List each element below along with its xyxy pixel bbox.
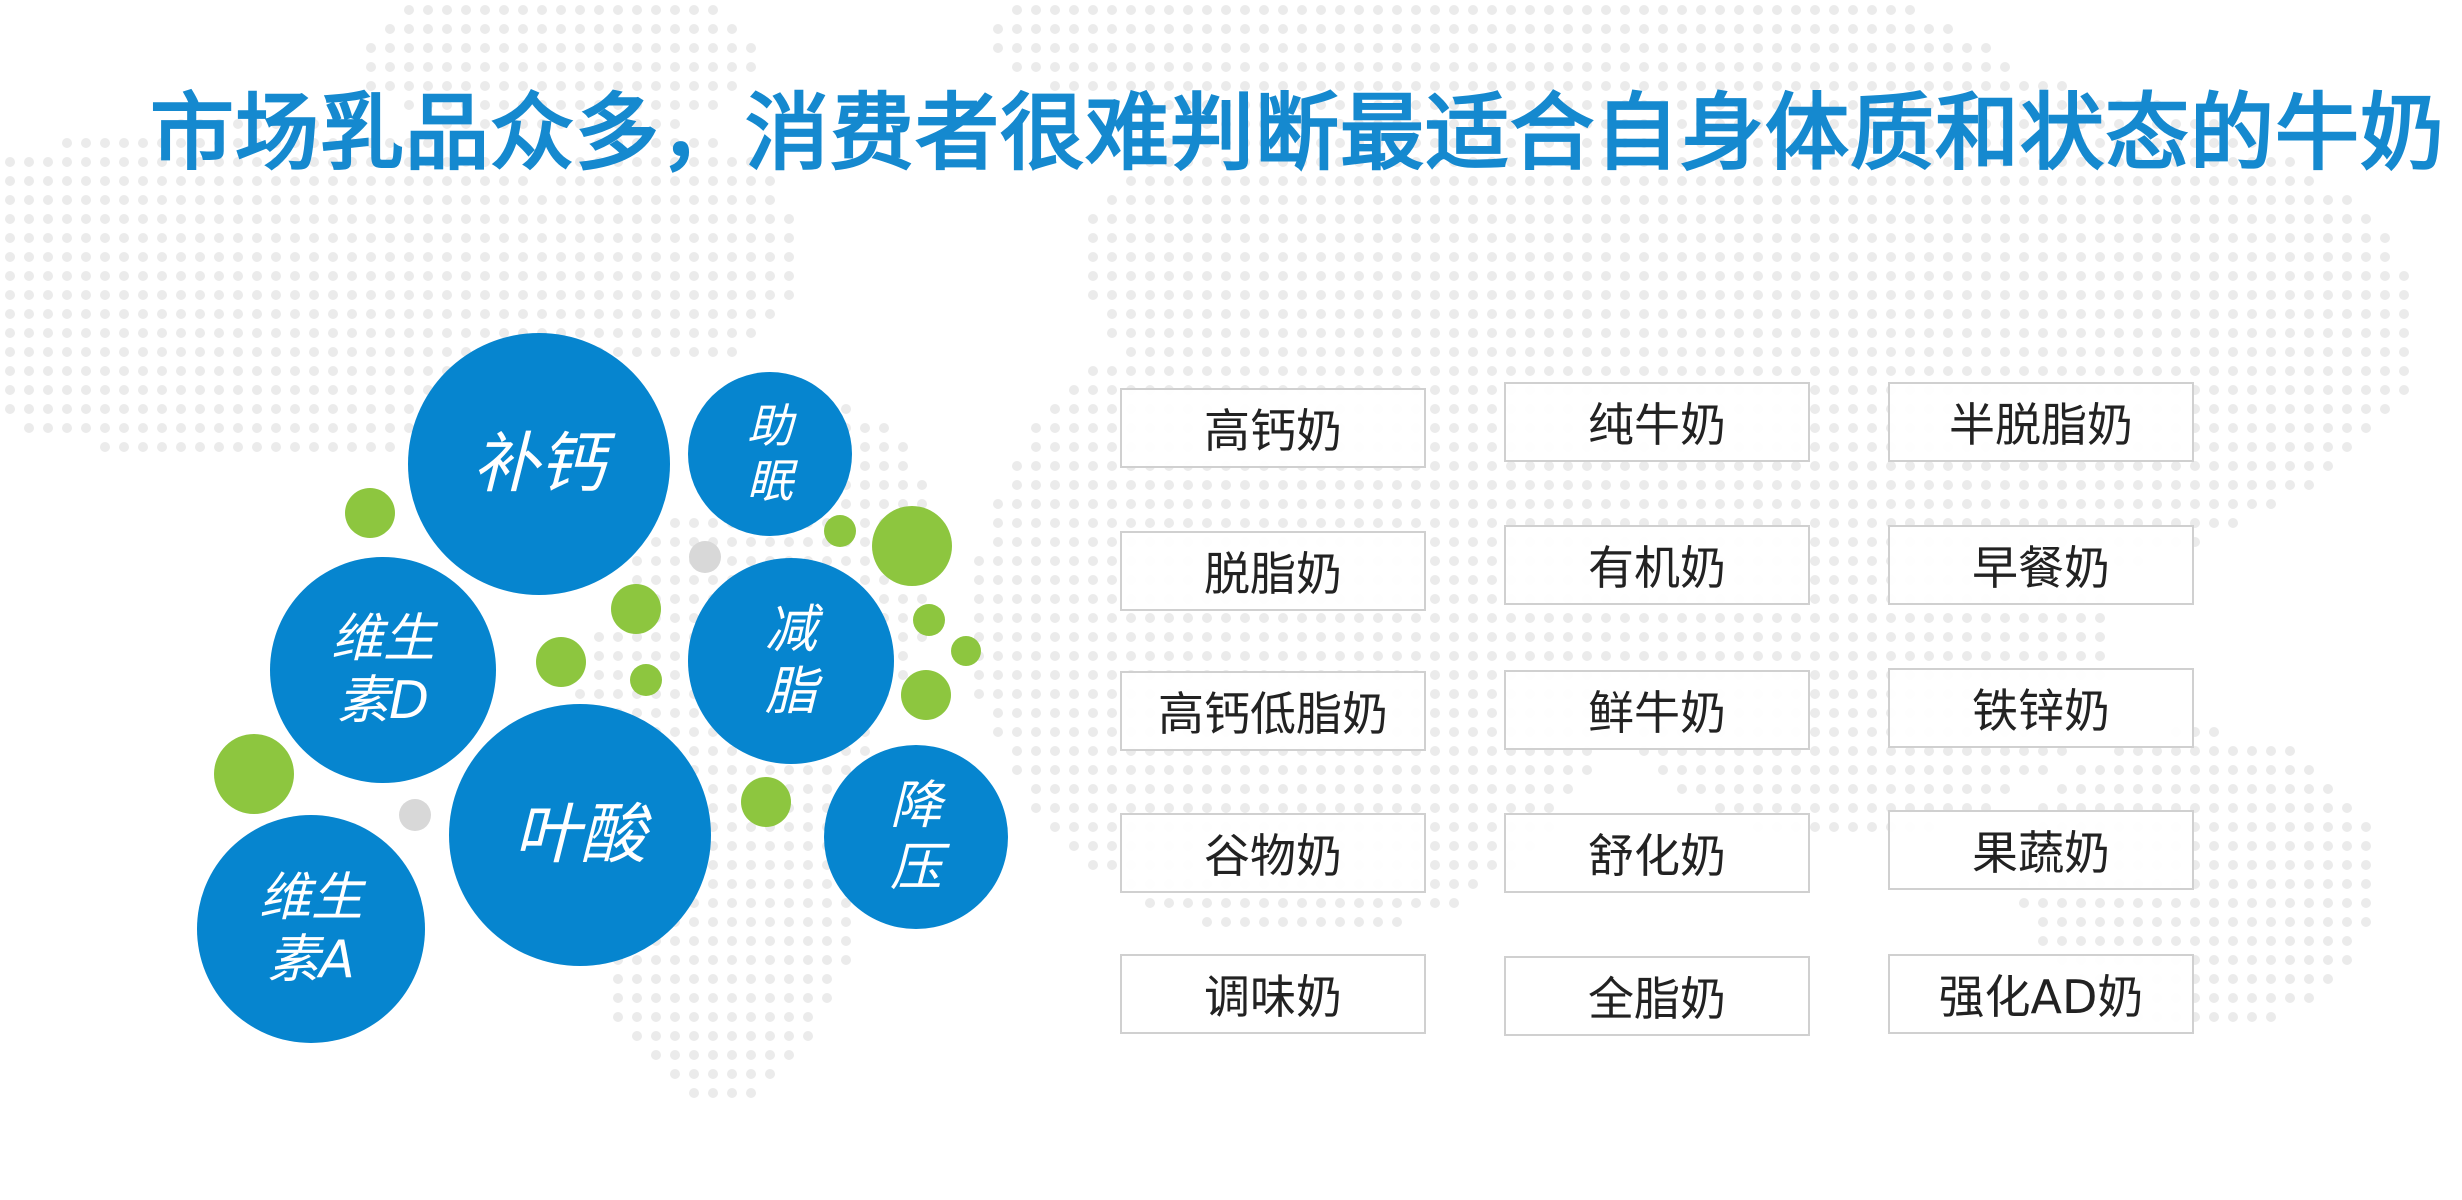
milk-type-tag: 高钙奶 [1120, 388, 1426, 468]
milk-type-tag: 全脂奶 [1504, 956, 1810, 1036]
page-title: 市场乳品众多，消费者很难判断最适合自身体质和状态的牛奶 [150, 84, 2446, 182]
decorative-dot [913, 604, 945, 636]
milk-type-tag: 有机奶 [1504, 525, 1810, 605]
milk-type-tag: 铁锌奶 [1888, 668, 2194, 748]
benefit-bubble-vitamin-a: 维生 素A [197, 815, 425, 1043]
milk-type-tag: 调味奶 [1120, 954, 1426, 1034]
decorative-dot [630, 664, 662, 696]
decorative-dot [345, 488, 395, 538]
benefit-bubble-folic-acid: 叶酸 [449, 704, 711, 966]
decorative-dot [611, 584, 661, 634]
benefit-bubble-blood-pressure: 降 压 [824, 745, 1008, 929]
milk-type-tag: 强化AD奶 [1888, 954, 2194, 1034]
decorative-dot [214, 734, 294, 814]
milk-type-tag: 鲜牛奶 [1504, 670, 1810, 750]
milk-type-tag: 脱脂奶 [1120, 531, 1426, 611]
benefit-label: 助 眠 [747, 398, 793, 508]
benefit-bubble-fat-reduction: 减 脂 [688, 558, 894, 764]
milk-type-tag: 半脱脂奶 [1888, 382, 2194, 462]
decorative-dot [741, 777, 791, 827]
milk-type-tag: 果蔬奶 [1888, 810, 2194, 890]
decorative-dot [689, 541, 721, 573]
benefit-label: 降 压 [889, 775, 942, 898]
benefit-label: 维生 素D [330, 608, 435, 731]
benefit-label: 补钙 [473, 425, 605, 503]
decorative-dot [824, 515, 856, 547]
milk-type-tag: 谷物奶 [1120, 813, 1426, 893]
benefit-label: 叶酸 [514, 796, 646, 874]
decorative-dot [536, 637, 586, 687]
milk-type-tag: 纯牛奶 [1504, 382, 1810, 462]
decorative-dot [399, 799, 431, 831]
milk-type-tag: 高钙低脂奶 [1120, 671, 1426, 751]
benefit-label: 减 脂 [764, 599, 817, 722]
decorative-dot [872, 506, 952, 586]
decorative-dot [901, 670, 951, 720]
benefit-label: 维生 素A [258, 867, 363, 990]
benefit-bubble-calcium: 补钙 [408, 333, 670, 595]
milk-type-tag: 舒化奶 [1504, 813, 1810, 893]
decorative-dot [951, 636, 981, 666]
milk-type-tag: 早餐奶 [1888, 525, 2194, 605]
benefit-bubble-sleep: 助 眠 [688, 372, 852, 536]
benefit-bubble-vitamin-d: 维生 素D [270, 557, 496, 783]
benefit-bubble-cluster: 补钙 助 眠 维生 素D 减 脂 叶酸 降 压 维生 素A [0, 0, 1100, 1200]
